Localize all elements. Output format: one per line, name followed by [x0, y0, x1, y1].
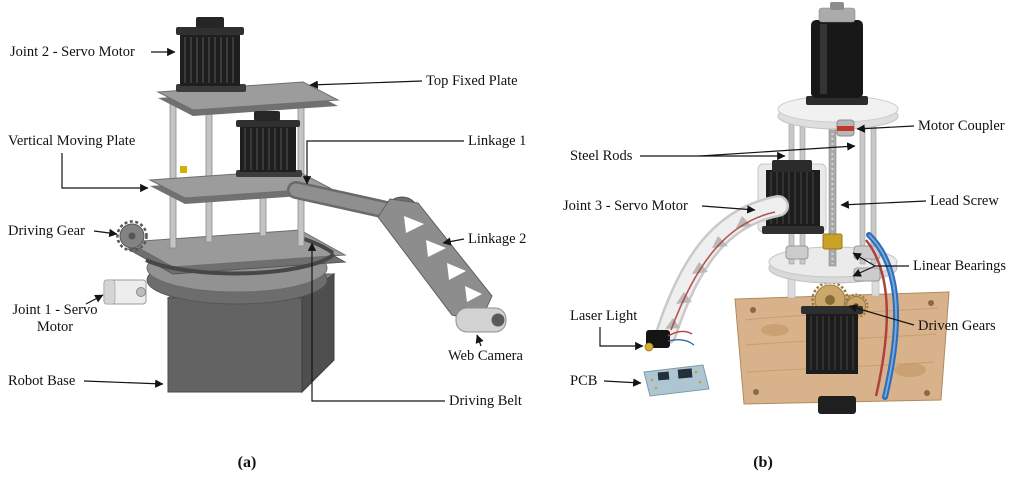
- robot-cad-illustration: [103, 17, 507, 394]
- lead-screw: [822, 115, 843, 267]
- leader-laser-light: [599, 327, 644, 351]
- leader-linear-bearings-1: [852, 252, 876, 267]
- label-driving-gear: Driving Gear: [8, 223, 85, 239]
- leader-robot-base: [83, 379, 164, 388]
- label-pcb: PCB: [570, 373, 598, 389]
- leader-linear-bearings-2: [852, 265, 876, 277]
- joint1-servo-motor: [103, 279, 147, 305]
- bottom-plate: [126, 229, 347, 275]
- label-web-camera: Web Camera: [448, 348, 523, 364]
- leader-driving-gear: [93, 228, 118, 238]
- bottom-motor: [818, 396, 856, 414]
- label-linkage-2: Linkage 2: [468, 231, 527, 247]
- caption-panel-b: (b): [753, 454, 773, 471]
- joint2-servo-motor: [176, 17, 246, 92]
- label-driven-gears: Driven Gears: [918, 318, 996, 334]
- leader-web-camera: [475, 334, 484, 347]
- label-robot-base: Robot Base: [8, 373, 76, 389]
- label-top-fixed-plate: Top Fixed Plate: [426, 73, 518, 89]
- label-joint3-servo-motor: Joint 3 - Servo Motor: [563, 198, 688, 214]
- leader-lines-panel-b: [599, 124, 927, 387]
- label-linkage-1: Linkage 1: [468, 133, 527, 149]
- motor-coupler: [836, 119, 855, 137]
- label-linear-bearings: Linear Bearings: [913, 258, 1007, 274]
- leader-linkage-1: [302, 140, 464, 185]
- caption-panel-a: (a): [237, 454, 257, 471]
- leader-linkage-2: [442, 237, 465, 246]
- end-effector-arm: [655, 195, 789, 345]
- web-camera: [455, 307, 507, 333]
- label-lead-screw: Lead Screw: [930, 193, 999, 209]
- laser-light: [644, 330, 695, 352]
- leader-top-fixed-plate: [309, 80, 423, 89]
- linkage-2: [377, 198, 493, 323]
- leader-lead-screw: [840, 200, 927, 209]
- driving-belt: [145, 237, 336, 276]
- label-steel-rods: Steel Rods: [570, 148, 633, 164]
- middle-servo-motor: [236, 111, 302, 177]
- leader-motor-coupler: [856, 124, 915, 133]
- cables: [865, 232, 900, 400]
- label-motor-coupler: Motor Coupler: [918, 118, 1005, 134]
- driving-gear: [116, 220, 148, 252]
- pcb-board: [643, 364, 710, 397]
- lower-servo-motor: [801, 306, 863, 374]
- robot-photo-illustration: [643, 2, 950, 414]
- leader-lines-panel-a: [61, 47, 484, 402]
- label-joint2-servo-motor: Joint 2 - Servo Motor: [10, 44, 135, 60]
- label-vertical-moving-plate: Vertical Moving Plate: [8, 133, 136, 149]
- leader-pcb: [603, 378, 642, 387]
- leader-vertical-moving-plate: [61, 153, 149, 193]
- top-motor: [806, 2, 868, 105]
- label-driving-belt: Driving Belt: [449, 393, 522, 409]
- leader-joint3: [701, 205, 756, 214]
- leader-driving-belt: [307, 242, 445, 402]
- leader-joint1: [85, 294, 104, 305]
- leader-driven-gears: [848, 304, 915, 326]
- label-laser-light: Laser Light: [570, 308, 638, 324]
- leader-steel-rods-2: [699, 142, 856, 157]
- label-joint1-servo-motor: Joint 1 - Servo Motor: [12, 302, 98, 335]
